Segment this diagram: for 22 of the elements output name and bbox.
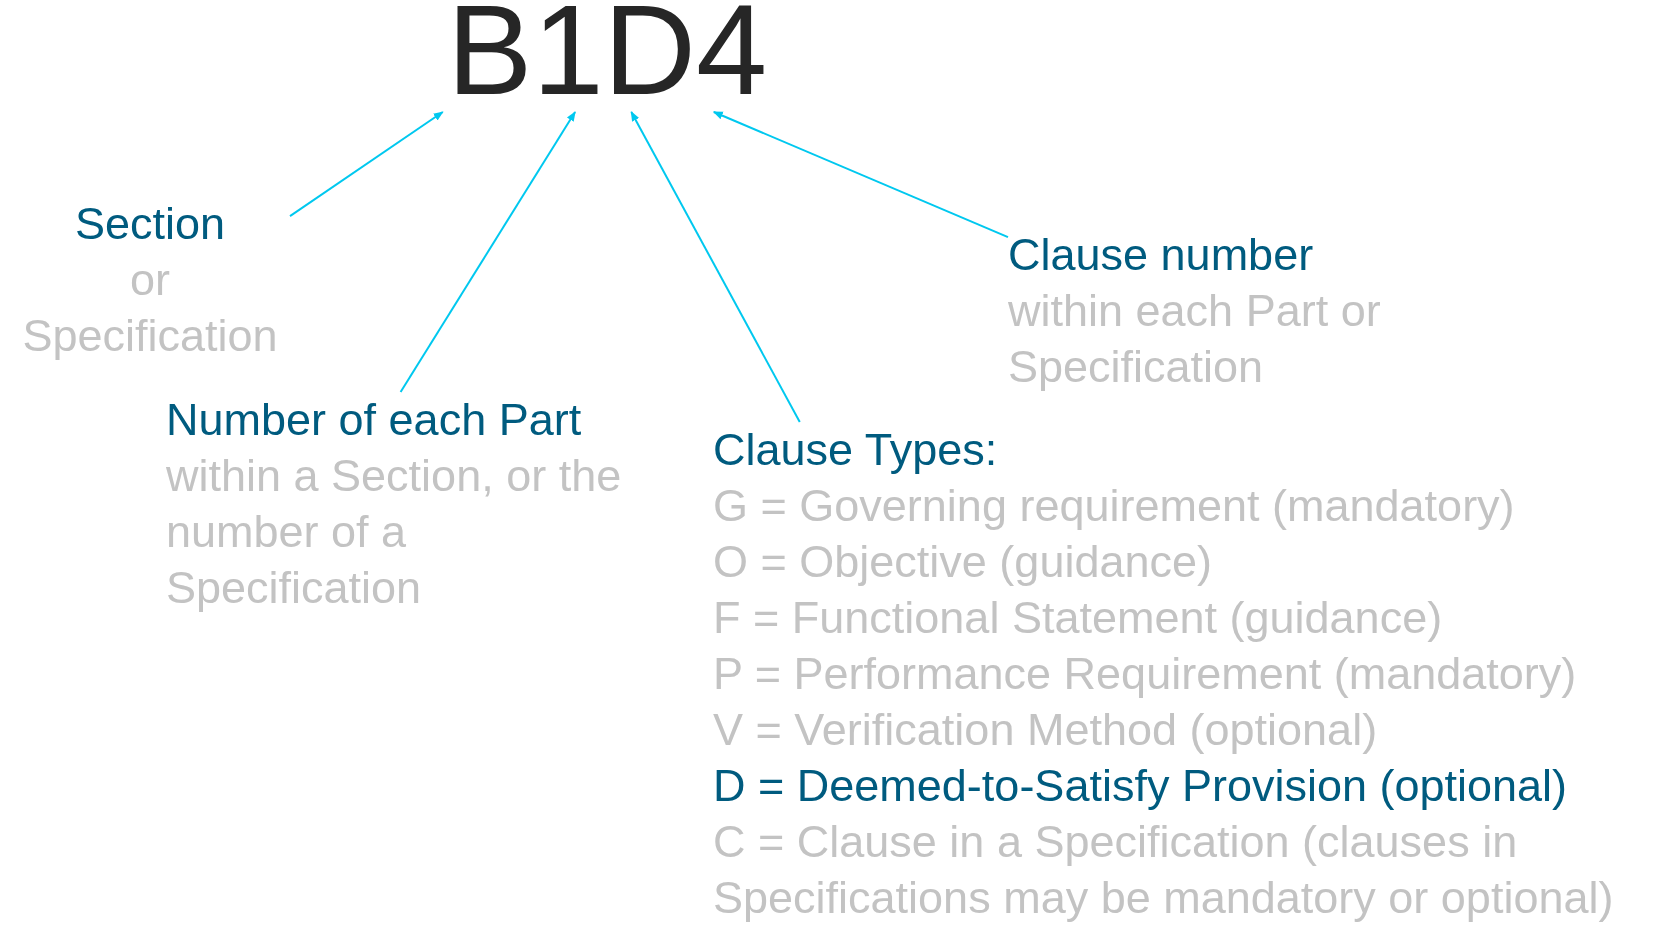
description-text: O = Objective (guidance) <box>713 535 1213 589</box>
arrow <box>630 111 801 423</box>
description-text: D = Deemed-to-Satisfy Provision (optional) <box>713 759 1569 813</box>
description-text: P = Performance Requirement (mandatory) <box>713 647 1578 701</box>
description-text: C = Clause in a Specification (clauses in Specifications may be mandatory or optional) <box>713 815 1615 925</box>
arrow <box>289 111 444 218</box>
description-text: within a Section, or the number of a Specification <box>166 449 623 615</box>
description-text: G = Governing requirement (mandatory) <box>713 479 1516 533</box>
heading-text: Clause Types: <box>713 423 999 477</box>
description-text: V = Verification Method (optional) <box>713 703 1379 757</box>
arrow <box>399 111 577 393</box>
description-text: or Specification <box>21 253 279 363</box>
code-character: D <box>603 0 696 114</box>
heading-text: Number of each Part <box>166 393 583 447</box>
arrow <box>712 111 1009 239</box>
description-text: within each Part or Specification <box>1008 284 1382 394</box>
code-character: 1 <box>532 0 604 114</box>
code-character: 4 <box>696 0 768 114</box>
heading-text: Clause number <box>1008 228 1315 282</box>
description-text: F = Functional Statement (guidance) <box>713 591 1444 645</box>
heading-text: Section <box>73 197 227 251</box>
code-character: B <box>447 0 533 114</box>
